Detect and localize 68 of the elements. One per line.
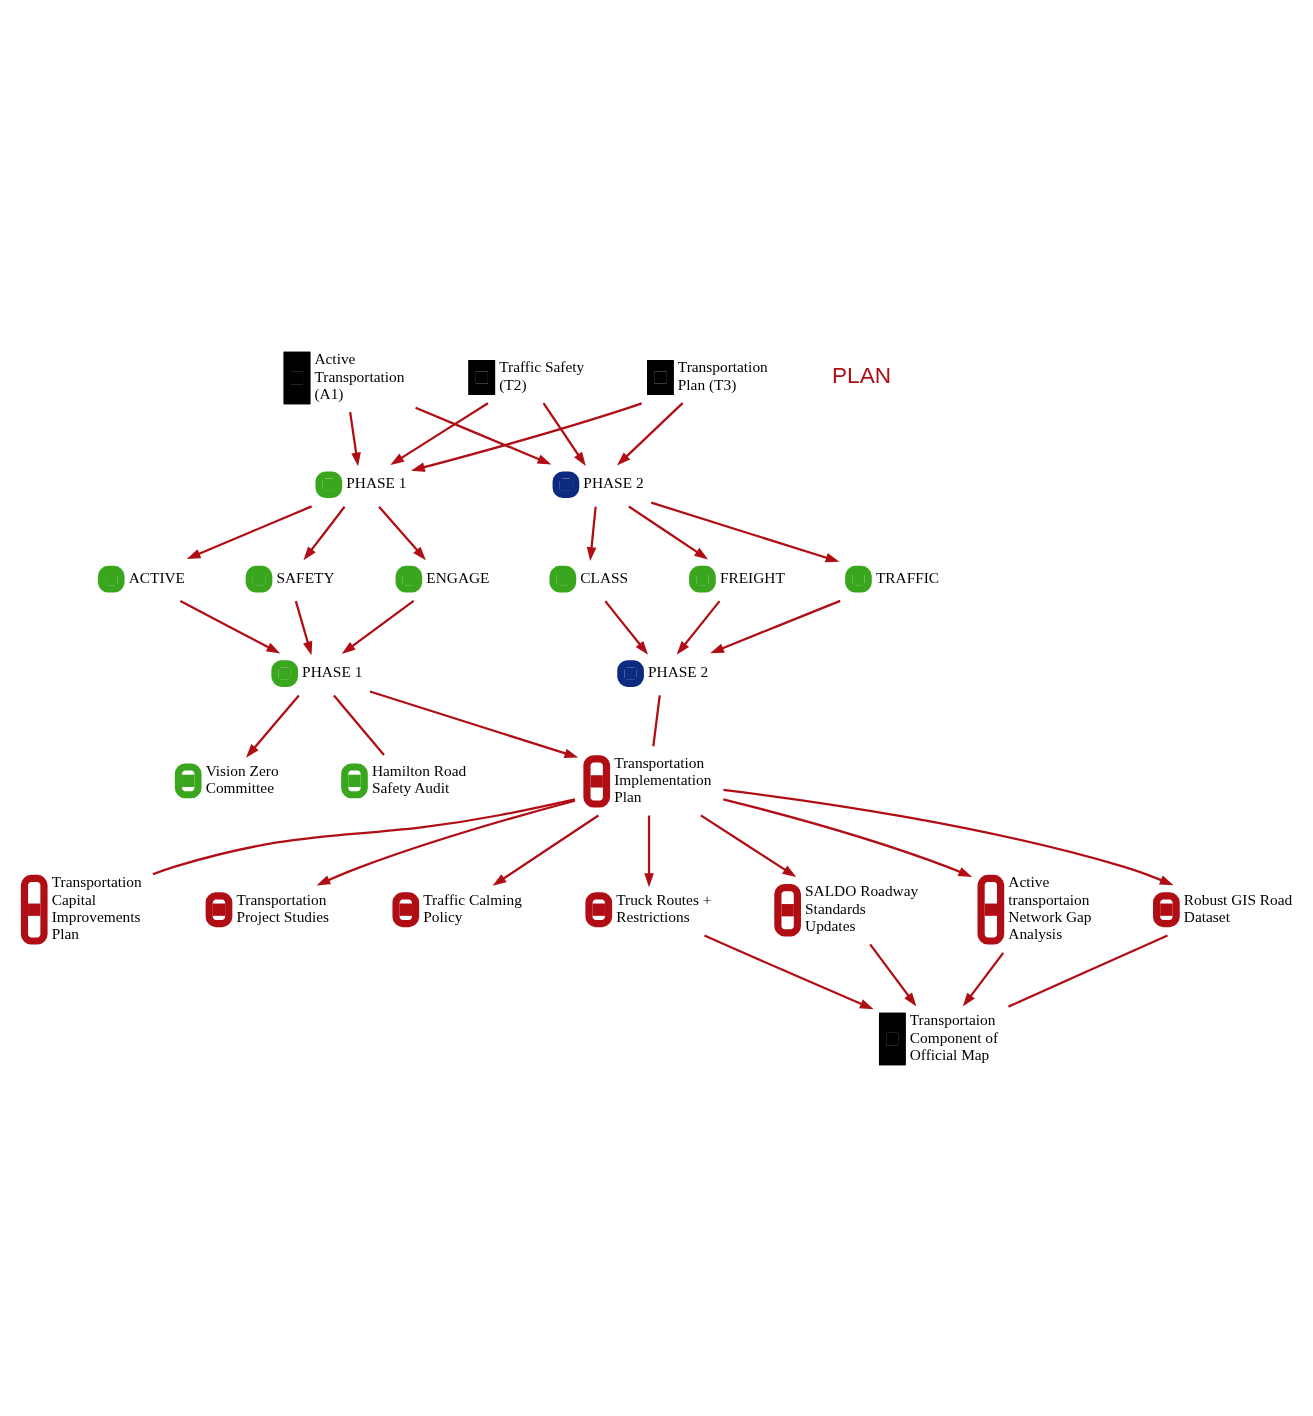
arrow xyxy=(586,506,597,561)
node-label: Robust GIS Road Dataset xyxy=(1183,890,1293,926)
node-label: Hamilton Road Safety Audit xyxy=(371,761,467,797)
node-label: PHASE 2 xyxy=(648,663,709,681)
connector xyxy=(652,695,661,747)
node-label: Traffic Calming Policy xyxy=(423,890,522,926)
node-label: Traffic Safety (T2) xyxy=(499,358,585,393)
node-label: PHASE 1 xyxy=(302,663,363,681)
node-label: Truck Routes + Restrictions xyxy=(616,890,712,926)
arrow xyxy=(542,402,586,466)
arrow xyxy=(246,694,300,758)
arrow xyxy=(378,506,426,561)
node-label: FREIGHT xyxy=(719,568,785,586)
node-label: Active Transportation (A1) xyxy=(314,350,405,403)
node-label: SAFETY xyxy=(276,568,335,586)
node-label: Transportation Capital Improvements Plan xyxy=(51,873,142,943)
node-box xyxy=(977,874,1005,945)
arrow xyxy=(492,814,599,886)
node-box xyxy=(774,884,801,937)
node-box xyxy=(585,892,613,928)
node-label: ENGAGE xyxy=(426,568,490,586)
node-label: Active transportaion Network Gap Analysis xyxy=(1008,873,1092,943)
arrow xyxy=(604,600,649,655)
arrow xyxy=(628,505,709,560)
arrow xyxy=(303,506,346,561)
node-label: Vision Zero Committee xyxy=(205,761,279,797)
arrow xyxy=(369,690,579,758)
label: PLAN xyxy=(832,363,892,389)
node-label: Transportaion Component of Official Map xyxy=(909,1011,999,1064)
node-box xyxy=(20,874,48,945)
arrow xyxy=(700,814,797,878)
arrow xyxy=(617,402,684,466)
node-label: TRAFFIC xyxy=(875,568,940,586)
arrow xyxy=(341,600,415,654)
arrow xyxy=(723,788,1174,886)
arrow xyxy=(676,600,721,655)
node-box xyxy=(174,763,202,799)
arrow xyxy=(415,406,552,465)
arrow xyxy=(390,402,489,465)
node-label: PHASE 1 xyxy=(346,474,407,492)
node-label: SALDO Roadway Standards Updates xyxy=(805,882,919,935)
arrow xyxy=(316,799,576,886)
node-box xyxy=(583,755,611,808)
arrow xyxy=(650,501,840,563)
arrow xyxy=(703,934,874,1010)
node-box xyxy=(1153,892,1180,928)
arrow xyxy=(962,952,1005,1007)
node-box xyxy=(205,892,233,928)
arrow xyxy=(179,599,281,654)
connector xyxy=(1008,934,1168,1008)
connector xyxy=(333,694,385,756)
node-label: Transportation Plan (T3) xyxy=(677,358,768,393)
arrow xyxy=(869,943,917,1007)
node-label: ACTIVE xyxy=(128,568,186,586)
node-label: Transportation Implementation Plan xyxy=(614,753,712,806)
node-box xyxy=(392,892,420,928)
arrow xyxy=(723,798,973,878)
node-label: CLASS xyxy=(580,568,629,586)
arrow xyxy=(710,599,841,654)
arrow xyxy=(411,402,643,472)
node-label: PHASE 2 xyxy=(583,474,644,492)
arrow xyxy=(644,815,654,888)
arrow xyxy=(186,505,313,559)
node-label: Transportation Project Studies xyxy=(236,890,330,926)
connector xyxy=(152,798,576,876)
arrow xyxy=(294,600,313,656)
arrow xyxy=(349,411,361,467)
node-box xyxy=(341,763,368,799)
